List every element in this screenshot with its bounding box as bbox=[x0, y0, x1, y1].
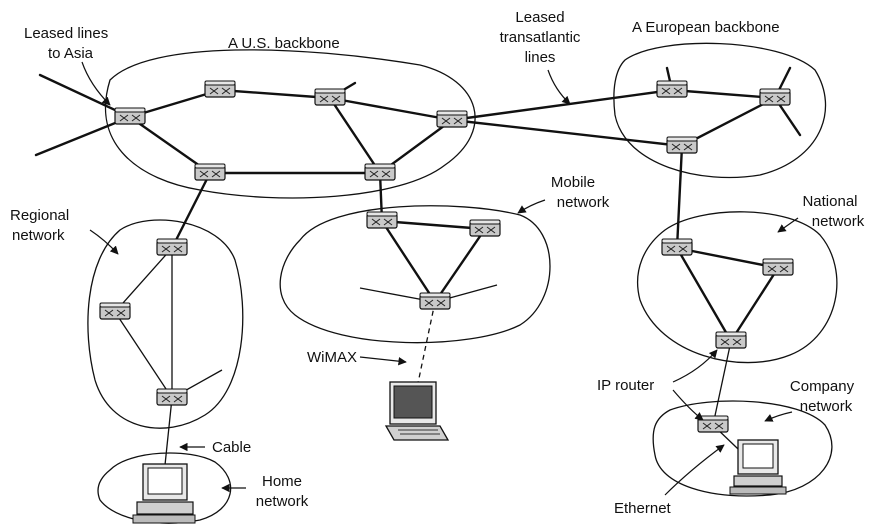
label-national-network-2: network bbox=[812, 213, 865, 230]
link-regional-left-bottom bbox=[114, 311, 173, 399]
label-national-network-1: National bbox=[802, 193, 857, 210]
link-transatlantic-2 bbox=[450, 118, 684, 148]
router-icon bbox=[314, 88, 346, 106]
leader-wimax bbox=[359, 356, 407, 366]
leader-ip-router-1 bbox=[672, 349, 718, 383]
label-leased-transatlantic-1: Leased bbox=[515, 9, 564, 26]
link-national-right-bottom bbox=[729, 266, 780, 343]
router-icon bbox=[156, 238, 188, 256]
router-icon bbox=[715, 331, 747, 349]
national-network-cloud bbox=[636, 211, 838, 364]
leader-company bbox=[764, 411, 793, 422]
label-leased-lines-asia-2: to Asia bbox=[48, 45, 94, 62]
router-icon bbox=[114, 107, 146, 125]
router-icon bbox=[666, 136, 698, 154]
link-regional-top-left bbox=[114, 247, 173, 313]
router-icon bbox=[436, 110, 468, 128]
leader-ip-router-2 bbox=[672, 389, 704, 421]
link-mobile-right-bottom bbox=[433, 227, 487, 304]
router-icon bbox=[156, 388, 188, 406]
router-icon bbox=[762, 258, 794, 276]
link-wimax bbox=[417, 301, 436, 384]
leader-ethernet bbox=[664, 444, 725, 496]
link-national-company bbox=[712, 340, 732, 426]
link-national-left-right bbox=[675, 246, 780, 270]
router-icon bbox=[661, 238, 693, 256]
label-european-backbone: A European backbone bbox=[632, 19, 780, 36]
label-ip-router: IP router bbox=[597, 377, 654, 394]
home-network-cloud bbox=[97, 452, 232, 524]
label-company-network-1: Company bbox=[790, 378, 855, 395]
router-icon bbox=[99, 302, 131, 320]
label-leased-transatlantic-2: transatlantic bbox=[500, 29, 581, 46]
link-us-top2-bottomright bbox=[328, 96, 382, 175]
router-icon bbox=[759, 88, 791, 106]
router-icon bbox=[469, 219, 501, 237]
us-backbone-cloud bbox=[104, 49, 476, 199]
link-eu-left-right bbox=[670, 88, 777, 100]
link-regional-home bbox=[164, 397, 173, 466]
link-mobile-left-right bbox=[380, 219, 487, 231]
link-mobile-left-bottom bbox=[380, 219, 437, 304]
router-icon bbox=[366, 211, 398, 229]
leader-asia bbox=[81, 61, 111, 106]
label-mobile-network-2: network bbox=[557, 194, 610, 211]
leader-national bbox=[777, 217, 799, 233]
label-home-network-2: network bbox=[256, 493, 309, 510]
link-asia-2 bbox=[34, 115, 132, 157]
mobile-network-cloud bbox=[279, 205, 551, 344]
router-icon bbox=[194, 163, 226, 181]
router-icon bbox=[419, 292, 451, 310]
router-icon bbox=[697, 415, 729, 433]
label-wimax: WiMAX bbox=[307, 349, 357, 366]
label-mobile-network-1: Mobile bbox=[551, 174, 595, 191]
european-backbone-cloud bbox=[613, 42, 827, 179]
label-cable: Cable bbox=[212, 439, 251, 456]
router-icon bbox=[204, 80, 236, 98]
link-us-top2-east bbox=[328, 96, 454, 122]
label-regional-network-1: Regional bbox=[10, 207, 69, 224]
link-us-regional bbox=[170, 171, 212, 250]
label-company-network-2: network bbox=[800, 398, 853, 415]
regional-network-cloud bbox=[87, 219, 244, 429]
company-computer-icon bbox=[729, 439, 787, 495]
leader-mobile bbox=[517, 199, 546, 214]
link-us-top1-top2 bbox=[218, 88, 332, 100]
leader-transatlantic bbox=[547, 69, 571, 105]
label-us-backbone: A U.S. backbone bbox=[228, 35, 340, 52]
label-ethernet: Ethernet bbox=[614, 500, 672, 517]
label-home-network-1: Home bbox=[262, 473, 302, 490]
leader-regional bbox=[89, 229, 119, 255]
company-network-cloud bbox=[652, 400, 833, 497]
link-eu-right-bottom bbox=[680, 96, 777, 148]
link-national-left-bottom bbox=[675, 246, 733, 343]
label-leased-transatlantic-3: lines bbox=[525, 49, 556, 66]
router-icon bbox=[364, 163, 396, 181]
laptop-icon bbox=[384, 381, 450, 441]
link-transatlantic-1 bbox=[450, 88, 674, 122]
label-regional-network-2: network bbox=[12, 227, 65, 244]
routers bbox=[99, 80, 794, 433]
router-icon bbox=[656, 80, 688, 98]
home-computer-icon bbox=[132, 463, 196, 524]
link-eu-national bbox=[675, 144, 684, 250]
label-leased-lines-asia-1: Leased lines bbox=[24, 25, 108, 42]
